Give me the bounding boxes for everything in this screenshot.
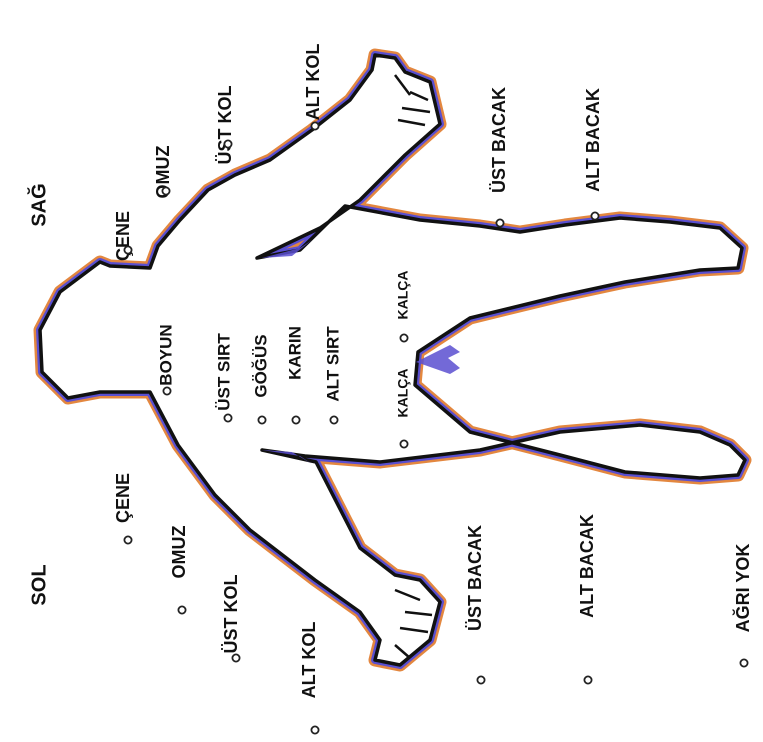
radio-point-alt-bacak-r[interactable] [591,212,598,219]
radio-point-agri-yok[interactable] [740,659,747,666]
label-kalca-r: KALÇA [395,271,411,320]
label-alt-sirt: ALT SIRT [323,326,342,402]
body-silhouette [40,55,745,665]
radio-point-alt-sirt[interactable] [330,416,337,423]
label-omuz-l: OMUZ [169,526,189,579]
label-alt-bacak-l: ALT BACAK [577,514,597,618]
radio-point-kalca-r[interactable] [400,334,407,341]
radio-point-cene-r[interactable] [124,246,131,253]
label-boyun: BOYUN [156,324,175,385]
label-alt-bacak-r: ALT BACAK [583,88,603,192]
label-ust-kol-r: ÜST KOL [215,85,235,164]
label-agri-yok: AĞRI YOK [732,544,753,633]
label-cene-l: ÇENE [113,473,133,523]
radio-point-ust-bacak-r[interactable] [496,219,503,226]
label-alt-kol-r: ALT KOL [303,44,323,121]
label-side-left: SOL [28,564,50,605]
label-side-right: SAĞ [26,183,50,226]
radio-point-ust-bacak-l[interactable] [477,676,484,683]
radio-point-ust-sirt[interactable] [224,414,231,421]
radio-point-alt-bacak-l[interactable] [584,676,591,683]
label-kalca-l: KALÇA [395,369,411,418]
radio-point-cene-l[interactable] [124,536,131,543]
radio-point-karin[interactable] [292,416,299,423]
radio-point-gogus[interactable] [258,416,265,423]
label-ust-sirt: ÜST SIRT [214,333,233,411]
label-gogus: GÖĞÜS [251,334,270,397]
radio-point-alt-kol-l[interactable] [311,726,318,733]
body-outline [40,55,745,665]
label-ust-bacak-r: ÜST BACAK [489,87,509,193]
radio-point-boyun[interactable] [163,387,170,394]
radio-point-omuz-l[interactable] [178,606,185,613]
radio-point-alt-kol-r[interactable] [311,122,318,129]
radio-point-ust-kol-l[interactable] [232,654,239,661]
label-ust-kol-l: ÜST KOL [221,574,241,653]
label-karin: KARIN [285,326,304,380]
label-alt-kol-l: ALT KOL [299,622,319,699]
label-ust-bacak-l: ÜST BACAK [465,525,485,631]
radio-point-omuz-r[interactable] [162,187,169,194]
radio-point-ust-kol-r[interactable] [224,140,231,147]
radio-point-kalca-l[interactable] [400,440,407,447]
